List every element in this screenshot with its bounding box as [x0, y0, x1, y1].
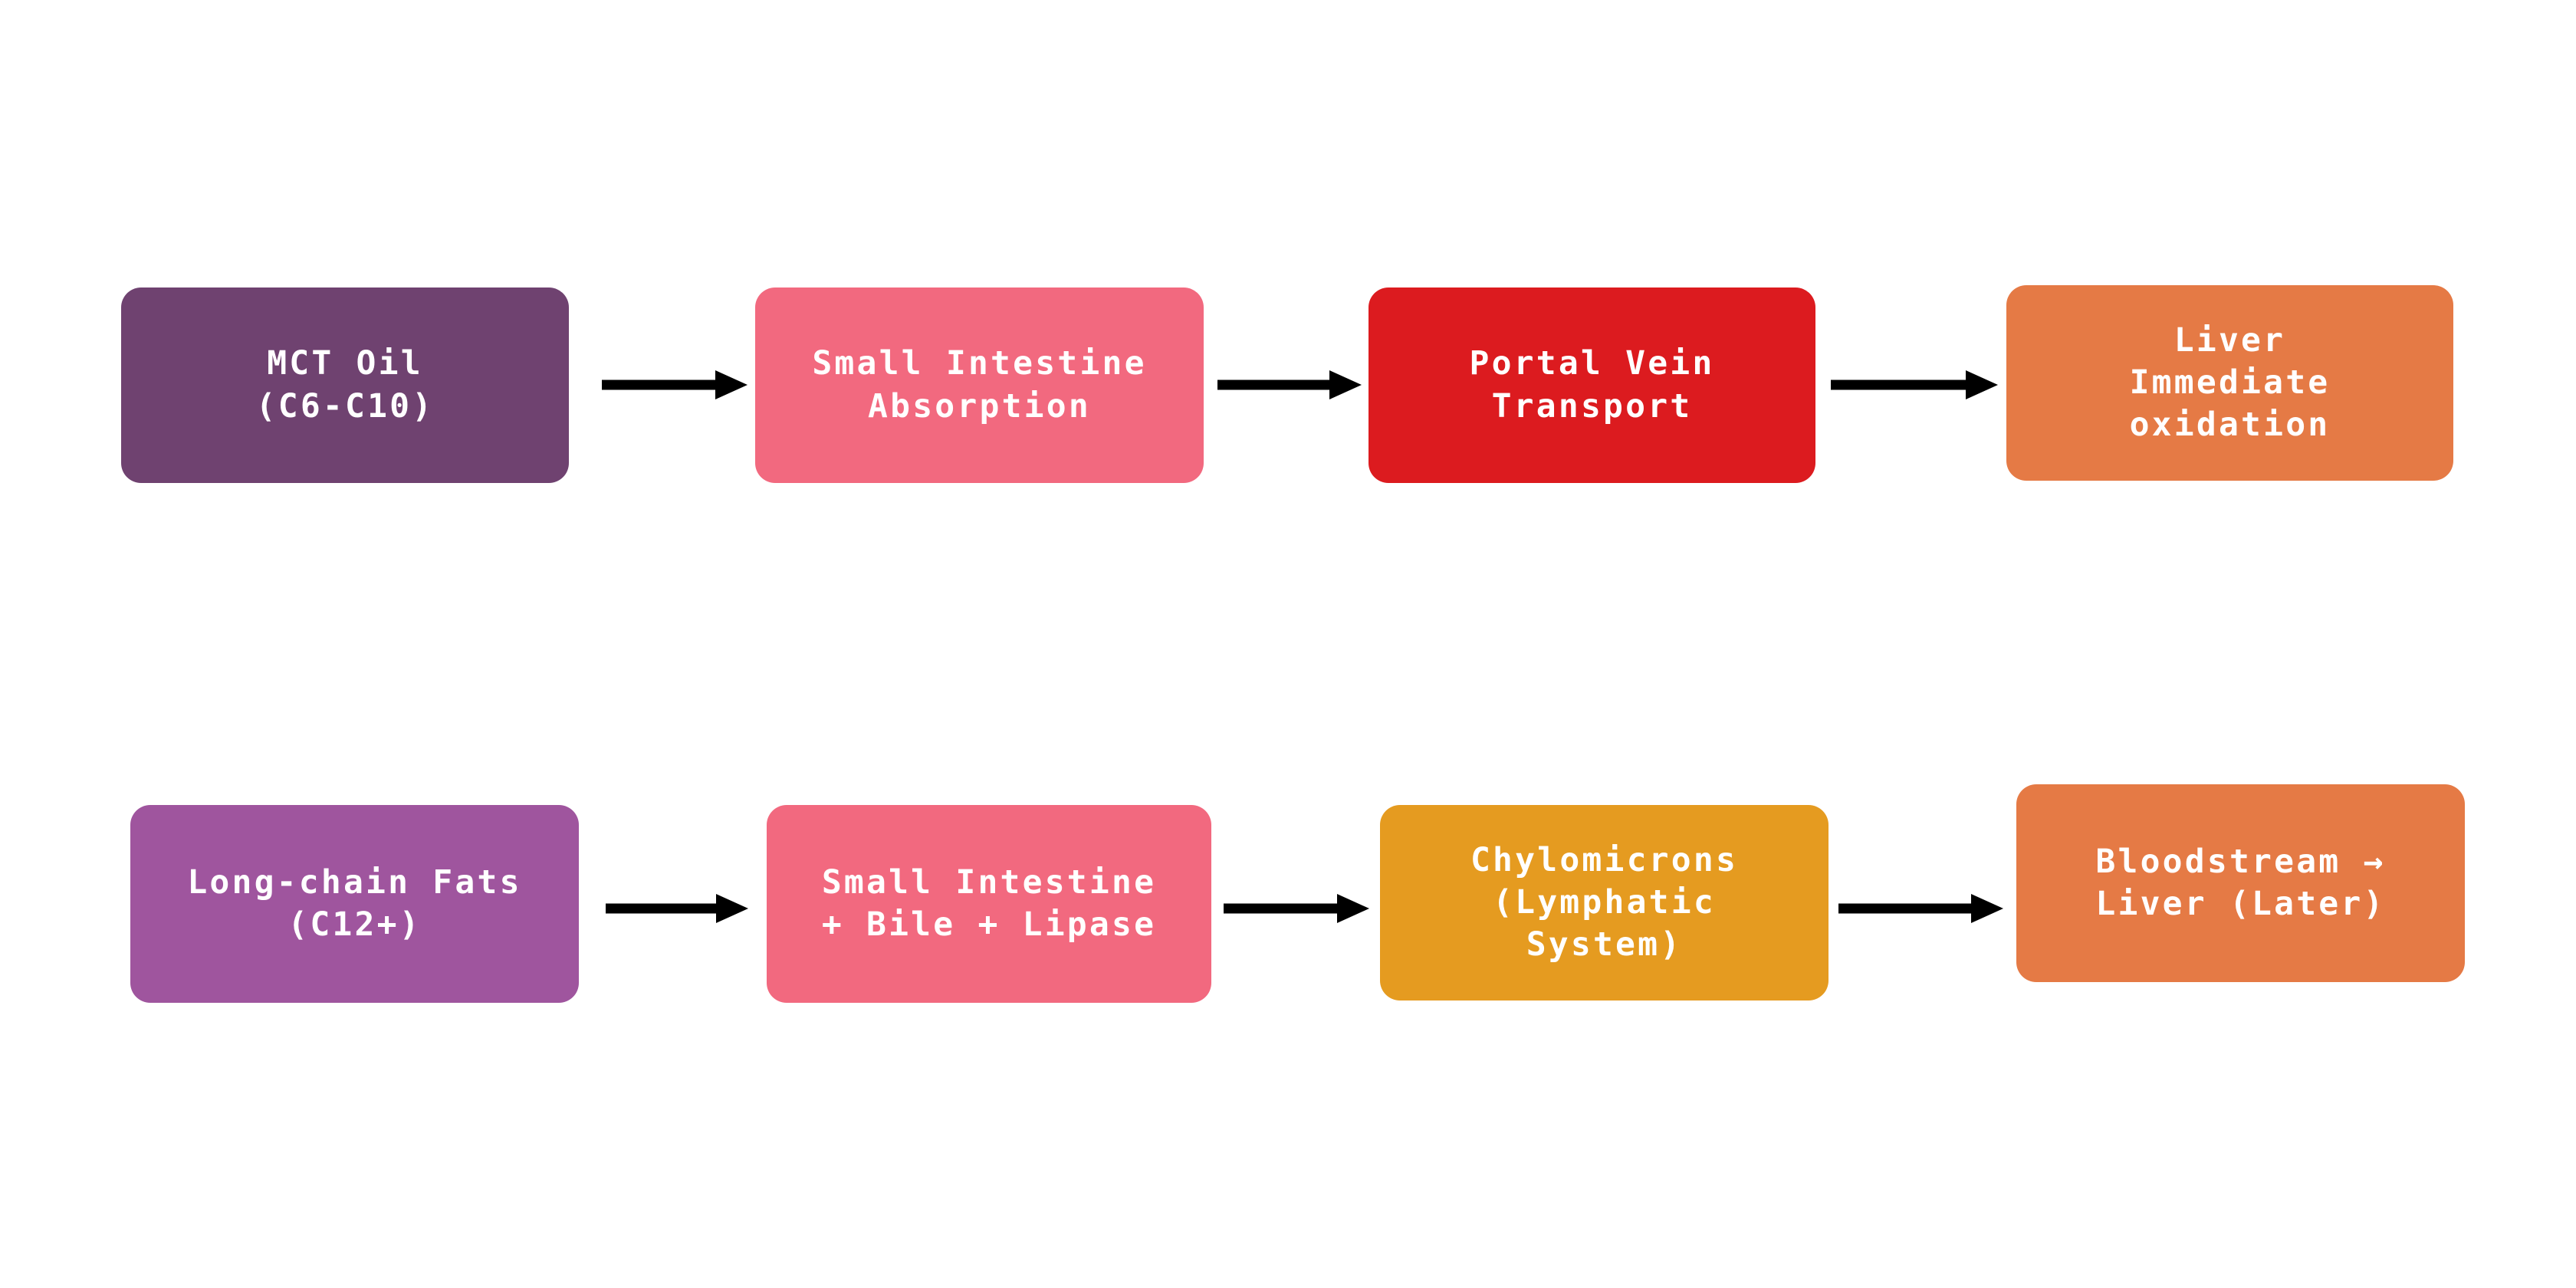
node-long-chain-fats[interactable]: Long-chain Fats (C12+) — [130, 805, 579, 1003]
arrow-icon-arrow-mct-1 — [602, 370, 748, 400]
arrow-icon-arrow-mct-3 — [1831, 370, 1998, 400]
node-label-bloodstream-liver-later: Bloodstream → Liver (Later) — [2095, 842, 2386, 923]
node-label-mct-oil: MCT Oil (C6-C10) — [255, 344, 435, 426]
node-label-chylomicrons-lymphatic: Chylomicrons (Lymphatic System) — [1470, 840, 1739, 964]
node-small-intestine-absorption[interactable]: Small Intestine Absorption — [755, 288, 1204, 483]
arrow-icon-arrow-mct-2 — [1217, 370, 1362, 400]
node-portal-vein-transport[interactable]: Portal Vein Transport — [1368, 288, 1815, 483]
node-label-long-chain-fats: Long-chain Fats (C12+) — [187, 863, 522, 944]
arrow-icon-arrow-lct-1 — [606, 893, 748, 924]
arrow-icon-arrow-lct-3 — [1838, 893, 2003, 924]
arrow-icon-arrow-lct-2 — [1224, 893, 1369, 924]
node-label-portal-vein-transport: Portal Vein Transport — [1469, 344, 1715, 426]
node-bloodstream-liver-later[interactable]: Bloodstream → Liver (Later) — [2016, 784, 2465, 982]
node-label-small-intestine-bile-lipase: Small Intestine + Bile + Lipase — [821, 863, 1157, 944]
node-liver-immediate-oxidation[interactable]: Liver Immediate oxidation — [2006, 285, 2453, 481]
node-small-intestine-bile-lipase[interactable]: Small Intestine + Bile + Lipase — [767, 805, 1211, 1003]
node-label-liver-immediate-oxidation: Liver Immediate oxidation — [2129, 320, 2331, 445]
node-mct-oil[interactable]: MCT Oil (C6-C10) — [121, 288, 569, 483]
node-chylomicrons-lymphatic[interactable]: Chylomicrons (Lymphatic System) — [1380, 805, 1829, 1001]
node-label-small-intestine-absorption: Small Intestine Absorption — [812, 344, 1147, 426]
